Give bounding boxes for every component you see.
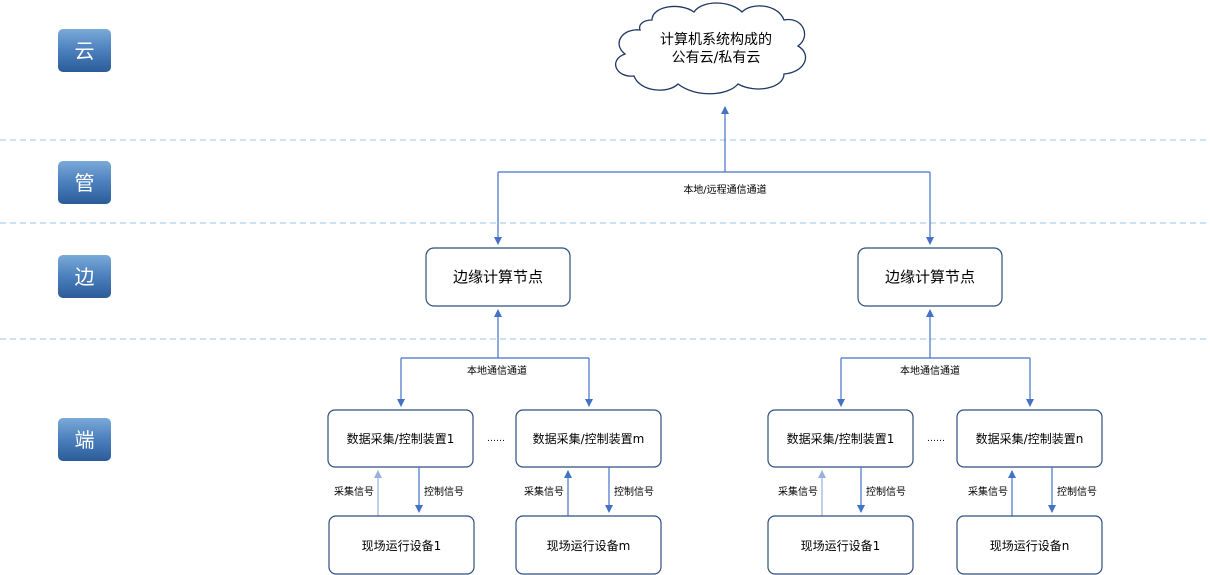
collector-box: 数据采集/控制装置n	[956, 409, 1103, 468]
edge-node-label: 边缘计算节点	[885, 268, 975, 286]
layer-badge-terminal: 端	[58, 418, 111, 461]
device-box: 现场运行设备1	[767, 515, 914, 575]
device-box: 现场运行设备m	[515, 515, 662, 575]
edge-node: 边缘计算节点	[857, 247, 1003, 307]
cloud-label-line2: 公有云/私有云	[672, 50, 761, 66]
layer-badge-pipe: 管	[58, 161, 111, 204]
remote-channel-label: 本地/远程通信通道	[683, 183, 766, 196]
control-signal-label: 控制信号	[614, 485, 654, 498]
layer-badge-cloud: 云	[58, 29, 111, 72]
control-signal-label: 控制信号	[866, 485, 906, 498]
layer-label: 云	[75, 39, 95, 63]
layer-badge-edge: 边	[58, 255, 111, 298]
collector-label: 数据采集/控制装置1	[787, 431, 895, 446]
remote-channel-connector	[494, 106, 934, 245]
local-channel-label: 本地通信通道	[467, 364, 527, 377]
device-box: 现场运行设备n	[956, 515, 1103, 575]
collect-signal-label: 采集信号	[524, 485, 564, 498]
collector-box: 数据采集/控制装置1	[767, 409, 914, 468]
device-label: 现场运行设备1	[801, 539, 881, 553]
signal-arrows	[374, 467, 1056, 516]
edge-node-label: 边缘计算节点	[453, 268, 543, 286]
collector-box: 数据采集/控制装置1	[327, 409, 474, 468]
collect-signal-label: 采集信号	[778, 485, 818, 498]
layer-label: 管	[75, 171, 95, 195]
collect-signal-label: 采集信号	[968, 485, 1008, 498]
device-label: 现场运行设备1	[362, 539, 442, 553]
device-box: 现场运行设备1	[328, 515, 475, 575]
collector-label: 数据采集/控制装置n	[976, 431, 1084, 446]
collector-label: 数据采集/控制装置1	[347, 431, 455, 446]
device-label: 现场运行设备n	[990, 539, 1070, 553]
local-channel-connector-right	[837, 309, 1034, 407]
control-signal-label: 控制信号	[424, 485, 464, 498]
layer-label: 端	[75, 428, 95, 452]
cloud-label-line1: 计算机系统构成的	[660, 32, 772, 48]
local-channel-label: 本地通信通道	[900, 364, 960, 377]
cloud-shape: 计算机系统构成的 公有云/私有云	[614, 2, 807, 95]
edge-node: 边缘计算节点	[425, 247, 571, 307]
control-signal-label: 控制信号	[1057, 485, 1097, 498]
layer-label: 边	[75, 265, 95, 289]
ellipsis: ……	[487, 434, 505, 444]
collector-box: 数据采集/控制装置m	[515, 409, 662, 468]
ellipsis: ……	[927, 434, 945, 444]
device-label: 现场运行设备m	[547, 539, 631, 553]
collector-label: 数据采集/控制装置m	[533, 431, 645, 446]
local-channel-connector-left	[397, 309, 593, 407]
collect-signal-label: 采集信号	[334, 485, 374, 498]
